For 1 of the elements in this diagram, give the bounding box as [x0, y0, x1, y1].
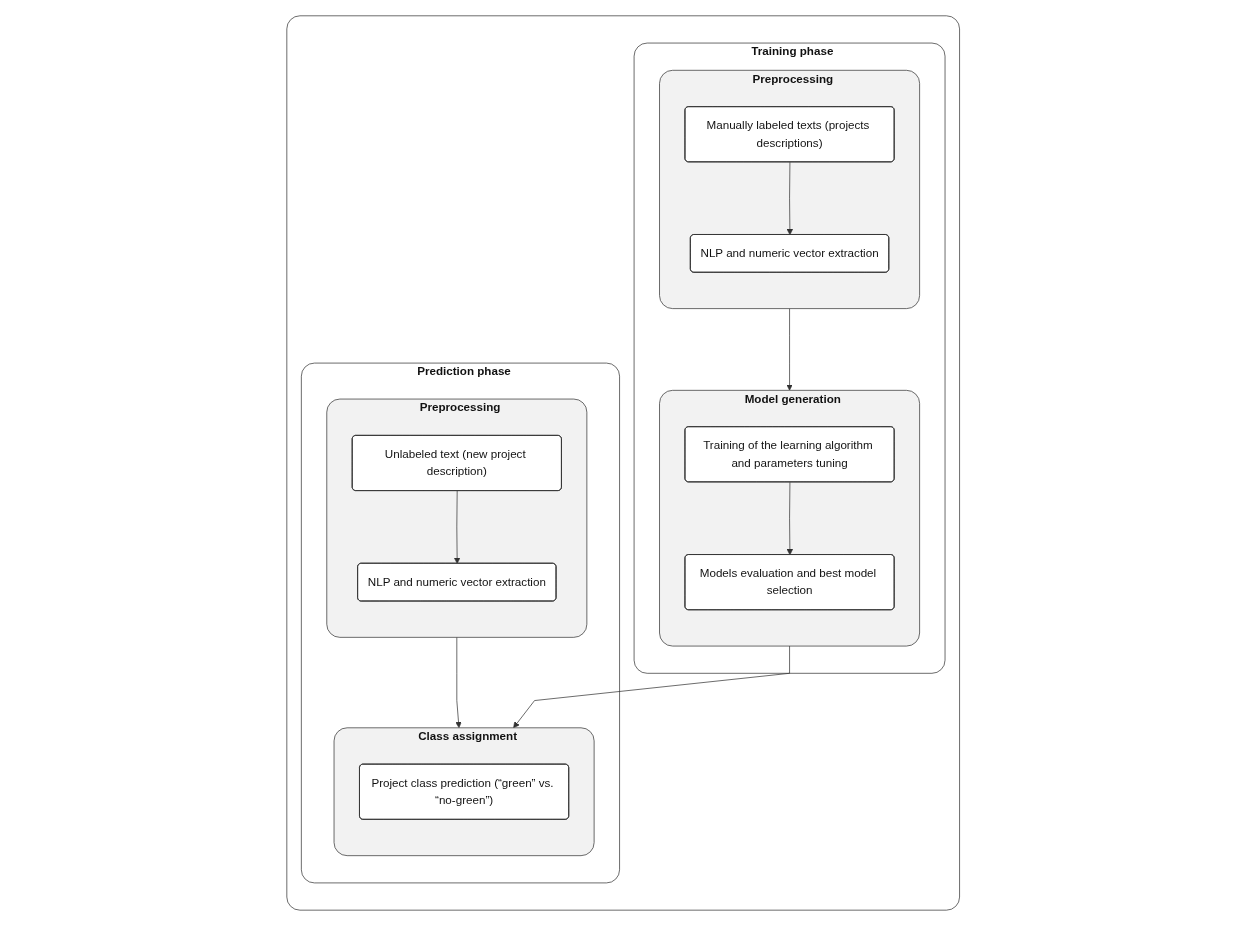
cluster — [286, 15, 961, 911]
